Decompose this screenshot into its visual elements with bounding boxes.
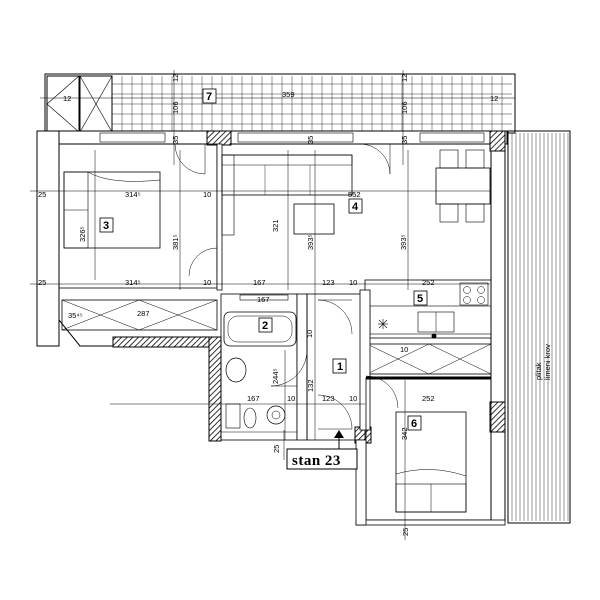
dim-106-right: 106: [400, 101, 409, 114]
living-room-4: [174, 143, 491, 291]
room-number-6: 6: [407, 415, 422, 431]
dim-35-a: 35: [171, 136, 180, 144]
dim-552: 552: [348, 190, 361, 199]
room-6-label: 6: [411, 418, 417, 430]
bathroom-room-2: [220, 293, 308, 441]
dim-10-b: 10: [203, 278, 211, 287]
dim-10-c: 10: [349, 278, 357, 287]
dim-25-mid: 25: [38, 278, 46, 287]
dim-35-c: 35: [400, 136, 409, 144]
entry-arrow: stan 23: [286, 430, 358, 470]
dim-393-b: 393⁵: [399, 234, 408, 250]
dim-252-low: 252: [422, 394, 435, 403]
dim-321: 321: [271, 219, 280, 232]
room-number-7: 7: [202, 88, 217, 104]
dimension-texts: 12 12 12 12 359 106 106 35 35 35 25 314⁵…: [38, 74, 498, 536]
dim-10-d: 10: [305, 330, 314, 338]
hatched-columns: [112, 130, 506, 444]
dim-12-left: 12: [63, 94, 71, 103]
terrace-label-2: limeni krov: [543, 344, 552, 380]
dim-35-b: 35: [306, 136, 315, 144]
dim-25-bottom-right: 25: [401, 528, 410, 536]
dim-342: 342: [400, 427, 409, 440]
dim-12-right: 12: [490, 94, 498, 103]
dim-244: 244⁵: [271, 368, 280, 384]
room-3-label: 3: [103, 220, 109, 232]
dim-10-g: 10: [349, 394, 357, 403]
dim-10-f: 10: [287, 394, 295, 403]
room-number-5: 5: [413, 290, 428, 306]
room-2-label: 2: [262, 320, 268, 332]
dim-106-left: 106: [171, 101, 180, 114]
dim-25-bottom-left: 25: [272, 445, 281, 453]
kitchen-room-5: [364, 279, 492, 375]
hall-room-1: [306, 289, 399, 441]
dim-252-top: 252: [422, 278, 435, 287]
room-5-label: 5: [417, 293, 423, 305]
dim-167-low: 167: [247, 394, 260, 403]
balcony-room-7: [44, 73, 516, 134]
room-7-label: 7: [206, 91, 212, 103]
dim-167-top: 167: [253, 278, 266, 287]
dim-25-top: 25: [38, 190, 46, 199]
bedroom-room-6: [355, 376, 506, 526]
dim-314-mid: 314⁵: [125, 278, 141, 287]
room-4-label: 4: [352, 201, 359, 213]
plan-title: stan 23: [292, 453, 341, 469]
dim-381: 381⁵: [171, 234, 180, 250]
dim-132: 132: [306, 379, 315, 392]
dim-359: 359: [282, 90, 295, 99]
dim-123-top: 123: [322, 278, 335, 287]
dim-10-e: 10: [400, 345, 408, 354]
room-1-label: 1: [337, 361, 343, 373]
dim-326: 326⁵: [78, 226, 87, 242]
dim-167-bath: 167: [257, 295, 270, 304]
top-windows: [99, 132, 485, 143]
dim-10-a: 10: [203, 190, 211, 199]
terrace: plitak limeni krov: [507, 130, 571, 524]
room-number-3: 3: [99, 217, 114, 233]
terrace-label-1: plitak: [534, 362, 543, 380]
dim-123-low: 123: [322, 394, 335, 403]
dim-12-small-left: 12: [171, 74, 180, 82]
dim-35-45: 35⁴⁵: [68, 311, 83, 320]
dimension-lines: [30, 70, 515, 540]
room-number-1: 1: [332, 358, 347, 374]
bedroom-room-3: [36, 143, 218, 347]
dim-314-top: 314⁵: [125, 190, 141, 199]
room-number-4: 4: [348, 198, 363, 214]
dim-12-small-right: 12: [400, 74, 409, 82]
room-number-2: 2: [258, 317, 273, 333]
dim-393-a: 393⁵: [306, 234, 315, 250]
dim-287: 287: [137, 309, 150, 318]
